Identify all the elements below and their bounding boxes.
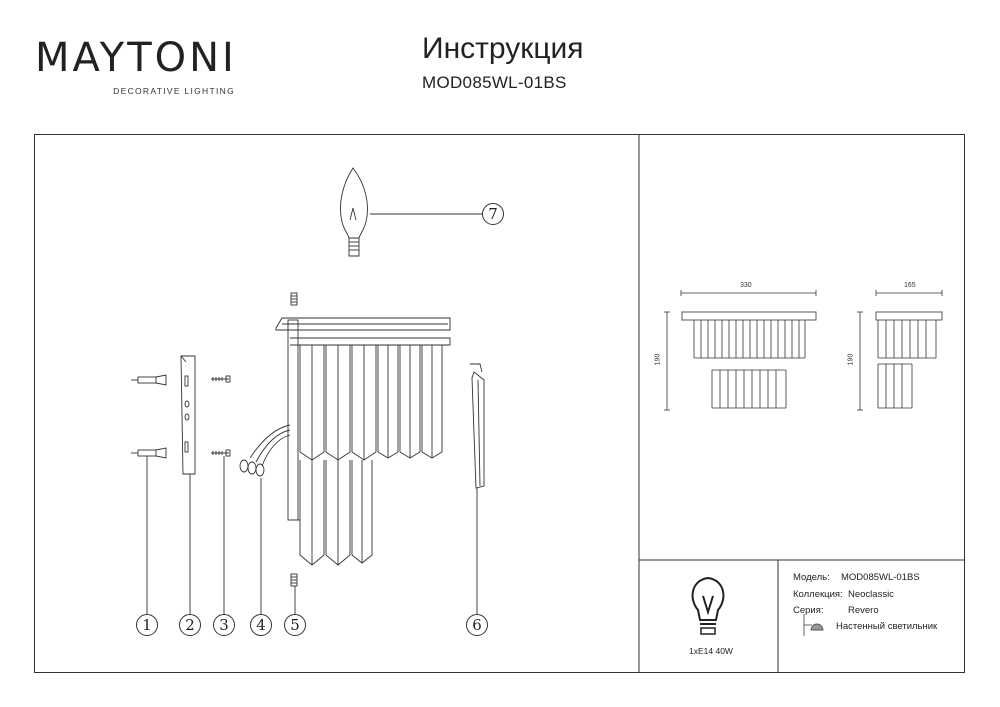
mounting-bracket-drawing — [180, 355, 196, 614]
page-title: Инструкция — [422, 32, 584, 65]
callout-2: 2 — [179, 614, 201, 636]
callout-1: 1 — [136, 614, 158, 636]
model-code: MOD085WL-01BS — [422, 73, 567, 92]
spec-model-value: MOD085WL-01BS — [841, 572, 920, 583]
front-view-drawing — [664, 290, 817, 411]
spec-series-value: Revero — [848, 605, 879, 616]
brand-logo: MAYTONI DECORATIVE LIGHTING — [35, 38, 240, 98]
dim-front-width: 330 — [740, 282, 752, 289]
brand-name: MAYTONI — [35, 35, 237, 81]
screw-drawing — [211, 375, 231, 614]
spec-type-value: Настенный светильник — [836, 621, 938, 632]
wire-drawing — [239, 424, 291, 614]
wall-anchor-drawing — [131, 374, 167, 614]
dim-front-height: 190 — [654, 353, 662, 366]
callout-7: 7 — [482, 203, 504, 225]
wall-lamp-icon — [803, 614, 824, 636]
callout-4: 4 — [250, 614, 272, 636]
spec-model-label: Модель: — [793, 572, 830, 583]
fixture-drawing — [275, 292, 451, 614]
bulb-drawing — [340, 167, 482, 257]
drawing-frame — [34, 134, 965, 673]
side-crystal-drawing — [470, 363, 485, 614]
dim-side-width: 165 — [904, 282, 916, 289]
side-view-drawing — [857, 290, 943, 411]
brand-tagline: DECORATIVE LIGHTING — [113, 86, 235, 96]
bulb-spec: 1xE14 40W — [689, 646, 733, 656]
callout-5: 5 — [284, 614, 306, 636]
dim-side-height: 190 — [847, 353, 855, 366]
callout-3: 3 — [213, 614, 235, 636]
callout-6: 6 — [466, 614, 488, 636]
spec-series-label: Серия: — [793, 605, 824, 616]
spec-collection-value: Neoclassic — [848, 589, 894, 600]
spec-collection-label: Коллекция: — [793, 589, 843, 600]
bulb-icon — [691, 576, 725, 635]
